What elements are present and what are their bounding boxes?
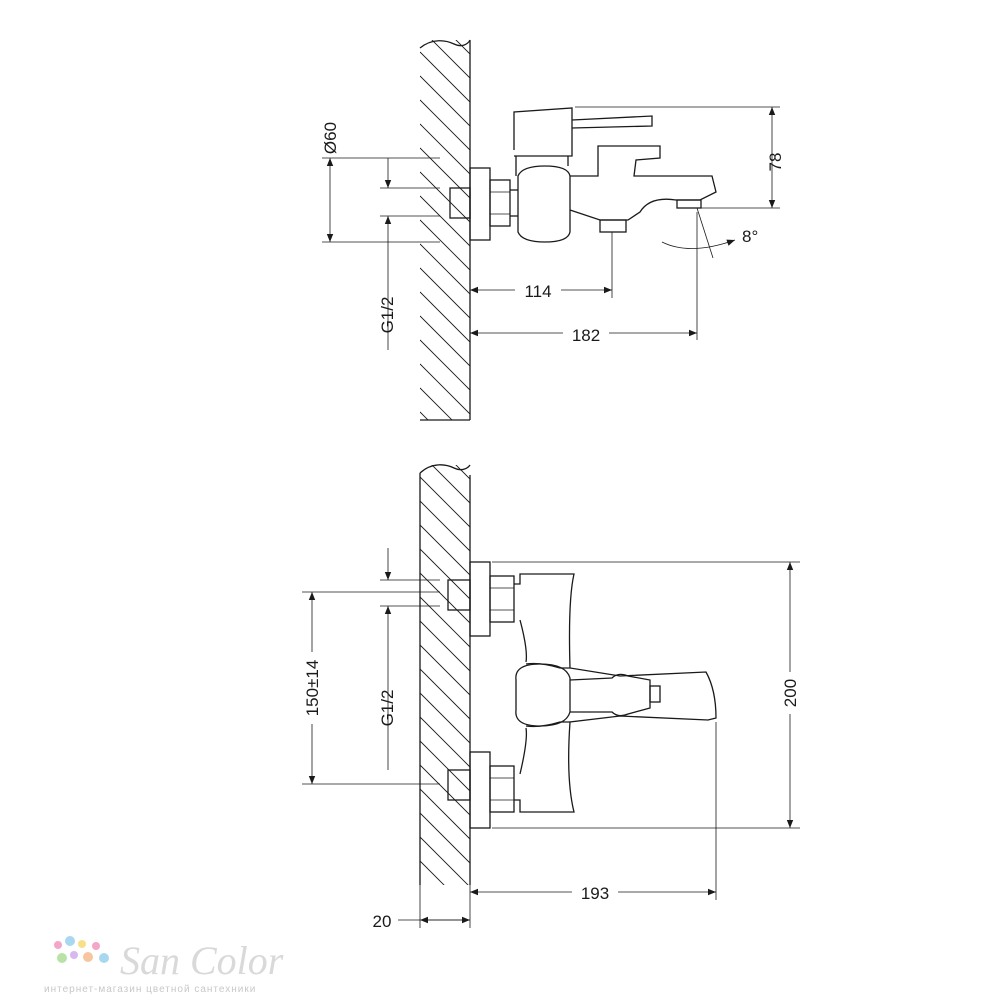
logo-dot bbox=[70, 951, 78, 959]
hatch-line bbox=[420, 51, 470, 103]
hatch-line bbox=[420, 884, 421, 885]
hatch-line bbox=[420, 500, 470, 552]
hatch-line bbox=[420, 716, 470, 768]
dim-height-label: 78 bbox=[766, 153, 785, 172]
hatch-line bbox=[420, 291, 470, 343]
hatch-line bbox=[420, 171, 470, 223]
mixer-body-bottom bbox=[514, 573, 717, 813]
dim-thread-bottom-label: G1/2 bbox=[378, 690, 397, 727]
logo-dot bbox=[92, 942, 100, 950]
dim-length: 193 bbox=[470, 722, 717, 903]
hatch-line bbox=[420, 572, 470, 624]
dim-angle: 8° bbox=[661, 207, 758, 259]
dim-spout-reach: 114 bbox=[470, 232, 613, 301]
hatch-line bbox=[420, 476, 470, 528]
dim-spout-reach-label: 114 bbox=[524, 282, 551, 301]
logo-dot bbox=[78, 940, 86, 948]
inlet-connector-upper bbox=[447, 561, 515, 637]
hatch-line bbox=[420, 524, 470, 576]
watermark: San Color интернет-магазин цветной санте… bbox=[44, 936, 284, 995]
hatch-line bbox=[420, 243, 470, 295]
hatch-line bbox=[420, 195, 470, 247]
dim-thread-top: G1/2 bbox=[378, 158, 440, 350]
dim-total-depth-label: 182 bbox=[572, 326, 600, 345]
dim-centers-label: 150±14 bbox=[303, 660, 322, 717]
hatch-line bbox=[420, 596, 470, 648]
top-view: Ø60 G1/2 78 8° 114 bbox=[321, 0, 785, 421]
dim-thread-bottom: G1/2 bbox=[378, 548, 440, 770]
hatch-line bbox=[420, 315, 470, 367]
logo-dot bbox=[65, 936, 75, 946]
dim-length-label: 193 bbox=[581, 884, 609, 903]
logo-dot bbox=[83, 952, 93, 962]
dim-wall: 20 bbox=[373, 868, 471, 931]
wall-section-bottom bbox=[419, 464, 471, 885]
mixer-body-top bbox=[513, 107, 717, 243]
hatch-line bbox=[420, 548, 470, 600]
dim-diameter-label: Ø60 bbox=[321, 122, 340, 154]
watermark-brand: San Color bbox=[120, 938, 284, 983]
wall-section-top bbox=[419, 0, 471, 421]
hatch-line bbox=[420, 0, 470, 30]
hatch-line bbox=[420, 219, 470, 271]
hatch-line bbox=[420, 339, 470, 391]
hatch-line bbox=[455, 40, 470, 55]
hatch-line bbox=[420, 620, 470, 672]
hatch-line bbox=[420, 836, 469, 885]
hatch-line bbox=[420, 267, 470, 319]
hatch-line bbox=[420, 668, 470, 720]
dim-centers: 150±14 bbox=[302, 591, 440, 785]
dim-angle-label: 8° bbox=[742, 227, 758, 246]
watermark-tagline: интернет-магазин цветной сантехники bbox=[44, 984, 256, 995]
hatch-line bbox=[431, 40, 470, 79]
hatch-line bbox=[420, 99, 470, 151]
dim-height: 78 bbox=[575, 106, 785, 209]
dim-wall-label: 20 bbox=[373, 912, 392, 931]
hatch-line bbox=[420, 387, 453, 420]
inlet-connector-lower bbox=[447, 751, 515, 829]
hatch-line bbox=[420, 644, 470, 696]
hatch-line bbox=[455, 465, 470, 480]
logo-dot bbox=[99, 953, 109, 963]
dim-total-depth: 182 bbox=[470, 212, 698, 345]
logo-dots-icon bbox=[54, 936, 109, 963]
hatch-line bbox=[420, 764, 470, 816]
hatch-line bbox=[420, 788, 470, 840]
logo-dot bbox=[57, 953, 67, 963]
hatch-line bbox=[420, 860, 445, 885]
dim-diameter: Ø60 bbox=[321, 122, 440, 243]
hatch-line bbox=[420, 740, 470, 792]
hatch-line bbox=[420, 123, 470, 175]
dim-width: 200 bbox=[492, 561, 800, 829]
hatch-line bbox=[431, 465, 470, 504]
hatch-line bbox=[420, 75, 470, 127]
hatch-line bbox=[420, 692, 470, 744]
bottom-view: 150±14 G1/2 200 193 bbox=[302, 464, 800, 931]
dim-thread-top-label: G1/2 bbox=[378, 297, 397, 334]
hatch-line bbox=[420, 812, 470, 864]
hatch-line bbox=[420, 363, 470, 415]
logo-dot bbox=[54, 941, 62, 949]
inlet-connector-top bbox=[449, 167, 518, 241]
hatch-line bbox=[420, 147, 470, 199]
dim-width-label: 200 bbox=[781, 679, 800, 707]
